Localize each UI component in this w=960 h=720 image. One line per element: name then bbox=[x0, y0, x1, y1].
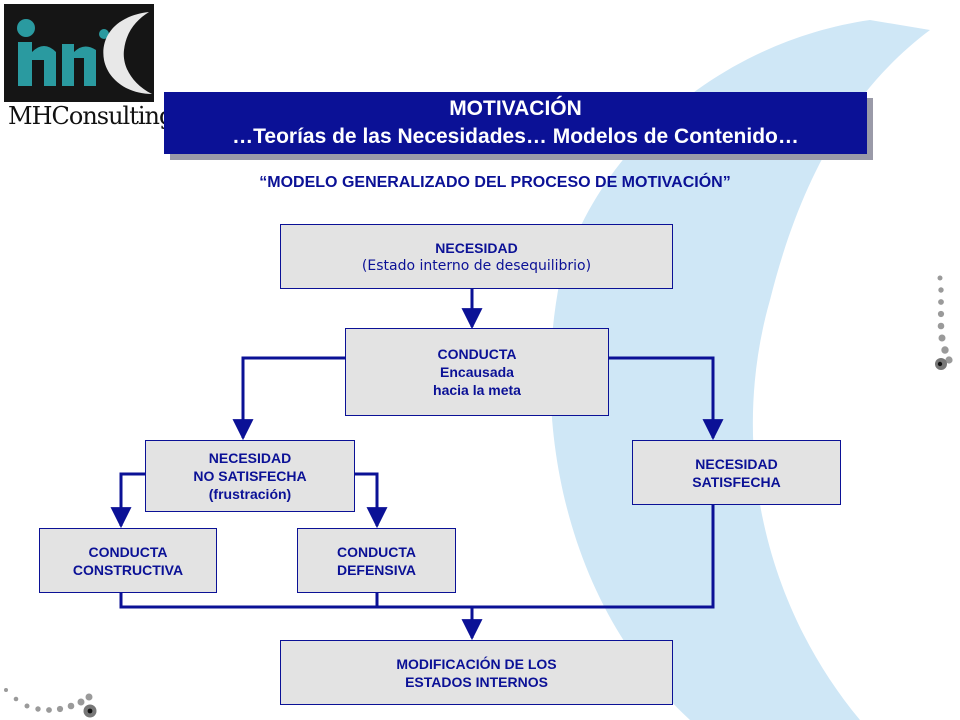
dotted-swoosh-right-decoration bbox=[935, 276, 953, 371]
box-conducta-constructiva: CONDUCTA CONSTRUCTIVA bbox=[39, 528, 217, 593]
box-necesidad-satisfecha: NECESIDAD SATISFECHA bbox=[632, 440, 841, 505]
box-no-satisfecha-line2: NO SATISFECHA bbox=[146, 467, 354, 485]
box-conducta: CONDUCTA Encausada hacia la meta bbox=[345, 328, 609, 416]
box-conducta-line3: hacia la meta bbox=[346, 381, 608, 399]
box-necesidad-title: NECESIDAD bbox=[281, 239, 672, 257]
box-necesidad-no-satisfecha: NECESIDAD NO SATISFECHA (frustración) bbox=[145, 440, 355, 512]
box-modificacion-line2: ESTADOS INTERNOS bbox=[281, 673, 672, 691]
box-modificacion: MODIFICACIÓN DE LOS ESTADOS INTERNOS bbox=[280, 640, 673, 705]
box-conducta-title: CONDUCTA bbox=[346, 345, 608, 363]
title-banner: MOTIVACIÓN …Teorías de las Necesidades… … bbox=[164, 92, 867, 154]
box-conducta-line2: Encausada bbox=[346, 363, 608, 381]
dotted-swoosh-bottom-left-decoration bbox=[4, 688, 97, 718]
banner-title: MOTIVACIÓN bbox=[164, 95, 867, 123]
box-modificacion-line1: MODIFICACIÓN DE LOS bbox=[281, 655, 672, 673]
box-necesidad-desc: (Estado interno de desequilibrio) bbox=[281, 257, 672, 275]
box-satisfecha-line2: SATISFECHA bbox=[633, 473, 840, 491]
box-conducta-defensiva: CONDUCTA DEFENSIVA bbox=[297, 528, 456, 593]
diagram-heading: “MODELO GENERALIZADO DEL PROCESO DE MOTI… bbox=[100, 174, 890, 192]
box-constructiva-title: CONDUCTA bbox=[40, 543, 216, 561]
logo: MHConsulting bbox=[4, 4, 154, 134]
logo-mark-graphic bbox=[4, 4, 154, 102]
box-defensiva-title: CONDUCTA bbox=[298, 543, 455, 561]
box-constructiva-line2: CONSTRUCTIVA bbox=[40, 561, 216, 579]
banner-subtitle: …Teorías de las Necesidades… Modelos de … bbox=[164, 123, 867, 151]
logo-text: MHConsulting bbox=[8, 102, 156, 130]
box-no-satisfecha-title: NECESIDAD bbox=[146, 449, 354, 467]
box-necesidad: NECESIDAD (Estado interno de desequilibr… bbox=[280, 224, 673, 289]
box-no-satisfecha-line3: (frustración) bbox=[146, 485, 354, 503]
box-defensiva-line2: DEFENSIVA bbox=[298, 561, 455, 579]
logo-mark bbox=[4, 4, 154, 102]
box-satisfecha-title: NECESIDAD bbox=[633, 455, 840, 473]
